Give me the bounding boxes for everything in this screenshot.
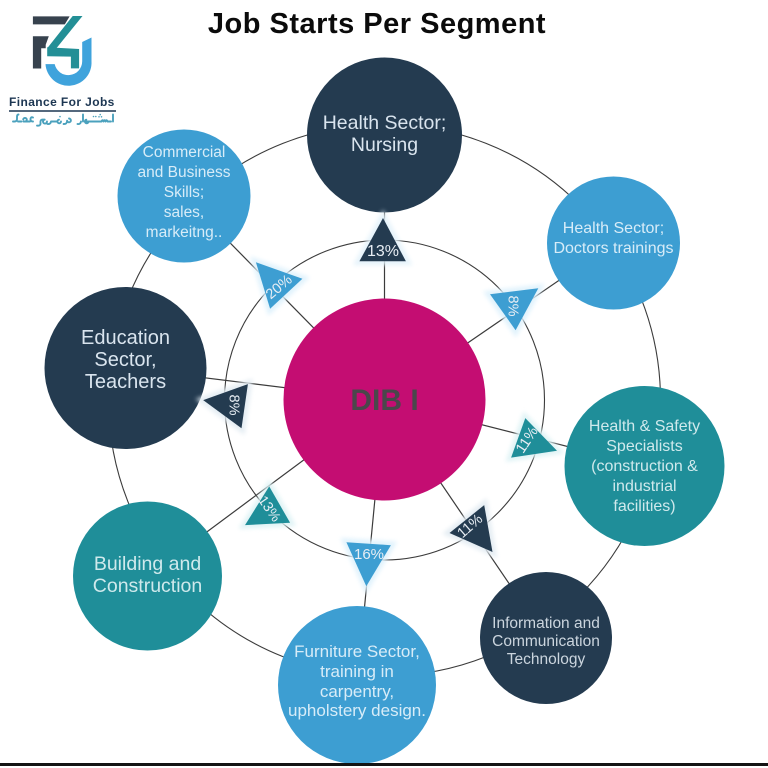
svg-text:Furniture Sector,: Furniture Sector, xyxy=(294,642,420,661)
svg-text:Information and: Information and xyxy=(492,615,600,632)
svg-text:training in: training in xyxy=(320,662,394,681)
svg-text:industrial: industrial xyxy=(612,478,676,495)
svg-text:Specialists: Specialists xyxy=(606,438,682,455)
svg-text:Education: Education xyxy=(81,327,170,349)
svg-text:sales,: sales, xyxy=(164,204,205,221)
svg-text:Communication: Communication xyxy=(492,633,600,650)
svg-text:Commercial: Commercial xyxy=(143,144,226,161)
svg-text:Doctors trainings: Doctors trainings xyxy=(553,240,673,257)
svg-text:carpentry,: carpentry, xyxy=(320,682,394,701)
svg-text:Health & Safety: Health & Safety xyxy=(589,418,700,435)
svg-text:Skills;: Skills; xyxy=(164,184,204,201)
svg-text:Teachers: Teachers xyxy=(85,371,166,393)
svg-text:Construction: Construction xyxy=(93,575,202,597)
svg-text:8%: 8% xyxy=(226,395,242,416)
svg-text:markeitng..: markeitng.. xyxy=(146,224,223,241)
svg-text:facilities): facilities) xyxy=(613,498,675,515)
svg-text:Nursing: Nursing xyxy=(351,134,418,156)
svg-text:8%: 8% xyxy=(505,296,521,317)
svg-text:DIB I: DIB I xyxy=(350,384,418,417)
svg-text:(construction &: (construction & xyxy=(591,458,698,475)
svg-text:Health Sector;: Health Sector; xyxy=(563,220,664,237)
svg-text:Sector,: Sector, xyxy=(94,349,156,371)
svg-text:16%: 16% xyxy=(354,546,384,563)
svg-text:Health Sector;: Health Sector; xyxy=(323,112,447,134)
svg-text:13%: 13% xyxy=(367,243,399,260)
svg-text:and Business: and Business xyxy=(137,164,230,181)
svg-text:upholstery design.: upholstery design. xyxy=(288,701,426,720)
svg-text:Technology: Technology xyxy=(507,651,586,668)
svg-text:Building and: Building and xyxy=(94,553,201,575)
